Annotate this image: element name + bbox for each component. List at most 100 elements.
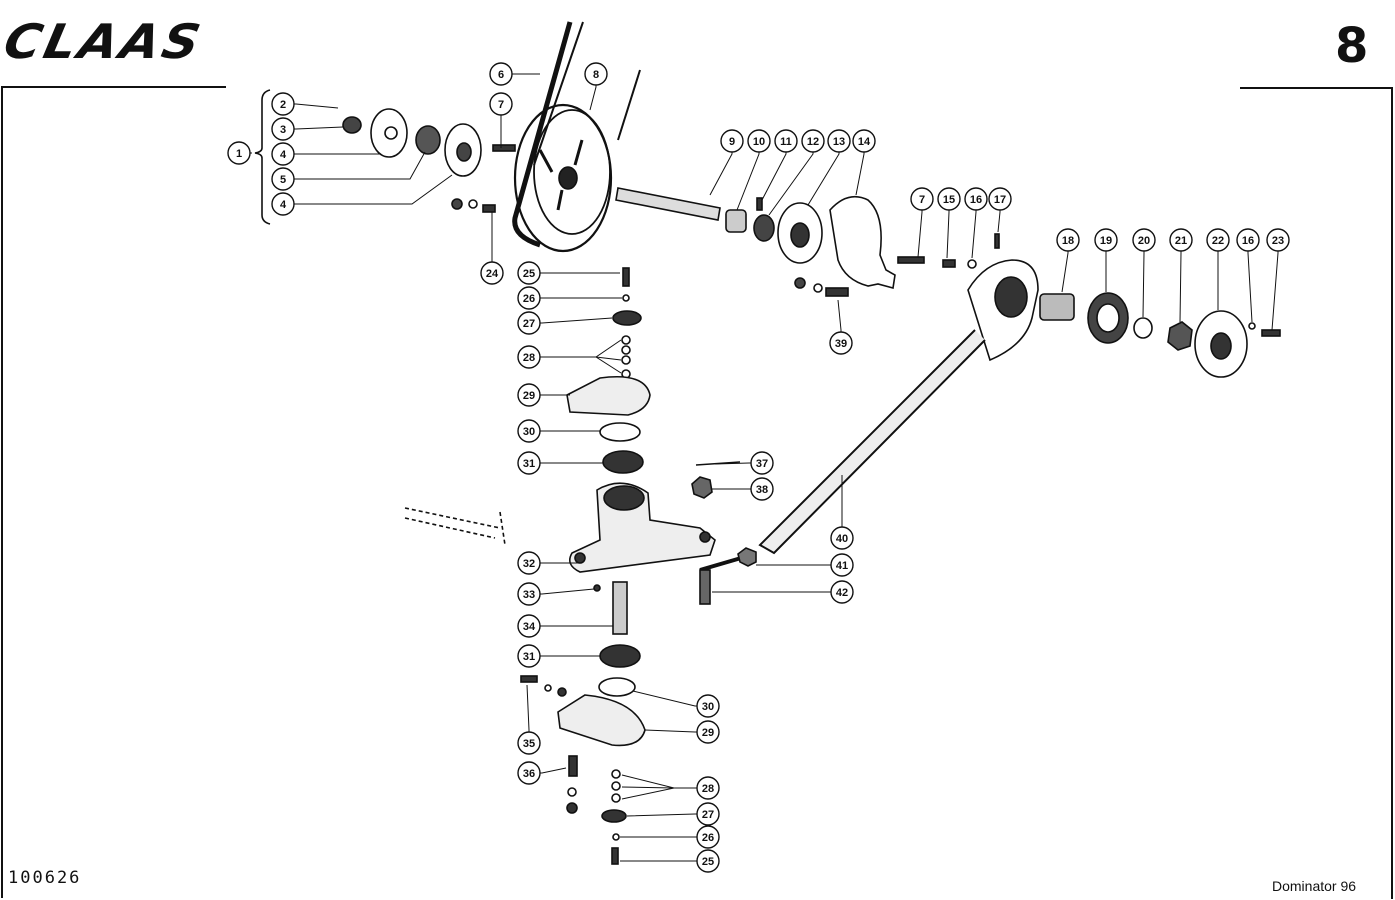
callout-circle	[517, 419, 541, 443]
callout-label: 7	[919, 194, 925, 206]
callout-circle	[271, 192, 295, 216]
frame-right-edge	[1391, 87, 1393, 899]
callout-circle	[964, 187, 988, 211]
callout-circle	[517, 644, 541, 668]
callout-circle	[696, 776, 720, 800]
callout-circle	[910, 187, 934, 211]
bearing-31b	[599, 644, 641, 668]
callout-circle	[517, 551, 541, 575]
shaft-9	[615, 187, 721, 221]
pin-7b	[897, 256, 925, 264]
callout-label: 38	[756, 484, 768, 496]
callout-circle	[696, 849, 720, 873]
callout-circle	[517, 731, 541, 755]
callout-circle	[1132, 228, 1156, 252]
callout-circle	[830, 526, 854, 550]
leader-line	[529, 339, 622, 358]
callout-label: 3	[280, 124, 286, 136]
callout-label: 24	[486, 268, 499, 280]
page-number: 8	[1335, 18, 1369, 74]
callout-label: 37	[756, 458, 768, 470]
bolt-23	[1261, 329, 1281, 337]
callout-label: 25	[702, 856, 714, 868]
washer-27	[612, 310, 642, 326]
leader-line	[283, 151, 426, 180]
callout-circle	[720, 129, 744, 153]
callout-label: 17	[994, 194, 1006, 206]
callout-circle	[517, 614, 541, 638]
callout-label: 16	[970, 194, 982, 206]
callout-label: 30	[523, 426, 535, 438]
callout-circle	[227, 141, 251, 165]
callout-circle	[489, 62, 513, 86]
callout-label: 42	[836, 587, 848, 599]
bearing-5	[415, 125, 441, 155]
parts-drawing	[254, 21, 1281, 865]
leader-line	[529, 317, 613, 324]
leader-line	[1179, 240, 1182, 323]
callout-circle	[517, 761, 541, 785]
callout-circle	[829, 331, 853, 355]
callout-label: 36	[523, 768, 535, 780]
callout-label: 2	[280, 99, 286, 111]
bolt-24	[482, 204, 496, 213]
callout-circle	[1169, 228, 1193, 252]
callout-circle	[517, 345, 541, 369]
leader-line	[1271, 240, 1279, 331]
bolt-39	[825, 287, 849, 297]
bearing-12	[753, 214, 775, 242]
callout-label: 27	[702, 809, 714, 821]
callout-circle	[1056, 228, 1080, 252]
callout-label: 28	[702, 783, 714, 795]
leader-line	[1247, 240, 1253, 323]
callout-label: 39	[835, 338, 847, 350]
callout-label: 1	[236, 148, 242, 160]
callout-label: 4	[280, 149, 287, 161]
callout-circle	[747, 129, 771, 153]
snap-ring-30b	[598, 677, 636, 697]
callout-circle	[271, 167, 295, 191]
callout-circle	[774, 129, 798, 153]
frame-left-edge	[1, 86, 3, 898]
key-33	[593, 584, 601, 592]
callout-label: 28	[523, 352, 535, 364]
pin-35	[520, 675, 538, 683]
callout-label: 14	[858, 136, 871, 148]
washer-27b	[601, 809, 627, 823]
callout-label: 16	[1242, 235, 1254, 247]
header-rule-left	[2, 86, 226, 88]
flange-22	[1194, 310, 1248, 378]
leader-line	[621, 787, 708, 800]
bolt-15	[942, 259, 956, 268]
callout-label: 8	[593, 69, 599, 81]
callout-label: 40	[836, 533, 848, 545]
callout-label: 29	[702, 727, 714, 739]
key-11	[756, 197, 763, 211]
callout-label: 26	[702, 832, 714, 844]
bushing-10	[725, 209, 747, 233]
callout-circle	[480, 261, 504, 285]
callout-label: 5	[280, 174, 286, 186]
callout-circle	[830, 580, 854, 604]
callout-label: 32	[523, 558, 535, 570]
callout-circle	[830, 553, 854, 577]
callout-label: 9	[729, 136, 735, 148]
leader-line	[529, 356, 622, 374]
bolt-36	[568, 755, 578, 777]
bracket-29b	[557, 694, 646, 747]
callout-label: 20	[1138, 235, 1150, 247]
callout-circle	[750, 451, 774, 475]
callout-circle	[271, 92, 295, 116]
callout-label: 25	[523, 268, 535, 280]
callout-label: 10	[753, 136, 765, 148]
callout-circle	[852, 129, 876, 153]
rod-40	[758, 329, 986, 555]
callout-circle	[801, 129, 825, 153]
callout-circle	[517, 582, 541, 606]
eye-bolt-42	[699, 569, 711, 605]
callout-label: 31	[523, 458, 535, 470]
callout-circle	[517, 383, 541, 407]
pin-7	[492, 144, 516, 152]
callout-label: 35	[523, 738, 535, 750]
